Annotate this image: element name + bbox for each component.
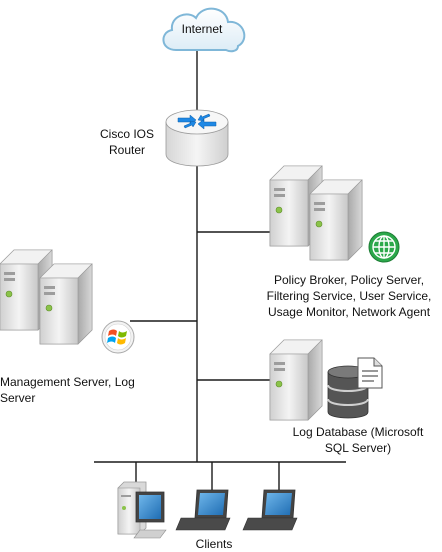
management-servers-label-line: Server xyxy=(0,391,36,405)
policy-servers-label: Policy Broker, Policy Server, Filtering … xyxy=(255,272,442,320)
policy-servers-label-line: Policy Broker, Policy Server, xyxy=(273,273,425,287)
server-pair-icon xyxy=(269,165,363,261)
router-label: Cisco IOS Router xyxy=(92,126,162,158)
windows-logo-icon xyxy=(101,320,135,354)
router-icon xyxy=(165,109,229,167)
log-database-label-line: Log Database (Microsoft xyxy=(292,425,424,439)
log-database-label: Log Database (Microsoft SQL Server) xyxy=(268,424,442,456)
internet-label: Internet xyxy=(181,22,223,36)
server-pair-icon xyxy=(0,249,93,345)
policy-servers-label-line: Usage Monitor, Network Agent xyxy=(267,305,431,319)
laptop-icon xyxy=(242,489,298,531)
globe-icon xyxy=(368,231,400,263)
document-icon xyxy=(357,357,383,389)
desktop-computer-icon xyxy=(117,481,167,539)
management-servers-label-line: Management Server, Log xyxy=(0,375,135,389)
router-label-line: Router xyxy=(108,143,146,157)
policy-servers-label-line: Filtering Service, User Service, xyxy=(266,289,432,303)
clients-label: Clients xyxy=(195,537,233,551)
management-servers-label: Management Server, Log Server xyxy=(0,374,135,406)
router-label-line: Cisco IOS xyxy=(99,127,154,141)
server-icon xyxy=(269,339,323,421)
cloud-icon xyxy=(162,7,246,53)
log-database-label-line: SQL Server) xyxy=(324,441,392,455)
laptop-icon xyxy=(175,489,231,531)
network-links xyxy=(94,50,346,492)
